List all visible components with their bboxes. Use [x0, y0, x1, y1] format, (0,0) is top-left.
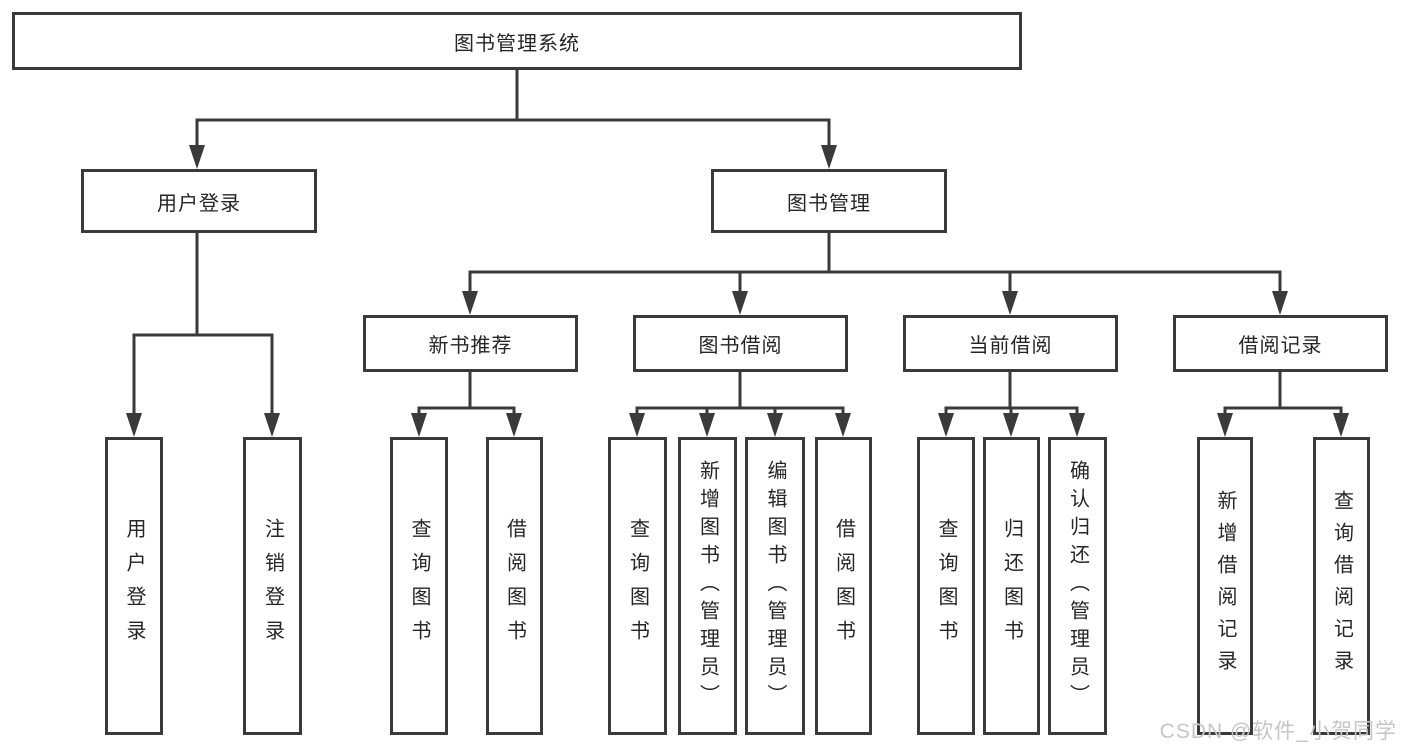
node-current-borrowing: 当前借阅 — [903, 315, 1118, 372]
leaf-label: 查询借阅记录 — [1330, 490, 1353, 682]
arrow-down-icon — [732, 291, 748, 315]
leaf-label: 确认归还（管理员） — [1066, 460, 1089, 712]
leaf-label: 查询图书 — [626, 518, 649, 654]
arrow-down-icon — [699, 413, 715, 437]
arrow-down-icon — [767, 413, 783, 437]
arrow-down-icon — [462, 291, 478, 315]
arrow-down-icon — [938, 413, 954, 437]
leaf-borrow-books-recommend: 借阅图书 — [486, 437, 543, 735]
leaf-label: 注销登录 — [261, 518, 284, 654]
arrow-down-icon — [126, 413, 142, 437]
leaf-label: 查询图书 — [935, 518, 957, 654]
leaf-label: 查询图书 — [408, 518, 430, 654]
node-user-login-module: 用户登录 — [81, 169, 317, 233]
arrow-down-icon — [411, 413, 427, 437]
node-book-borrowing: 图书借阅 — [633, 315, 848, 372]
leaf-label: 用户登录 — [123, 518, 145, 654]
leaf-query-books-recommend: 查询图书 — [390, 437, 448, 735]
leaf-label: 借阅图书 — [503, 518, 526, 654]
leaf-add-borrow-record: 新增借阅记录 — [1197, 437, 1253, 735]
leaf-add-books-admin: 新增图书（管理员） — [678, 437, 737, 735]
node-label: 图书管理系统 — [454, 32, 580, 55]
leaf-edit-books-admin: 编辑图书（管理员） — [745, 437, 805, 735]
arrow-down-icon — [506, 413, 522, 437]
node-borrowing-records: 借阅记录 — [1173, 315, 1388, 372]
arrow-down-icon — [189, 145, 205, 169]
arrow-down-icon — [629, 413, 645, 437]
node-label: 用户登录 — [157, 192, 241, 215]
arrow-down-icon — [835, 413, 851, 437]
arrow-down-icon — [1069, 413, 1085, 437]
node-book-management-module: 图书管理 — [711, 169, 947, 233]
arrow-down-icon — [1003, 413, 1019, 437]
node-label: 图书管理 — [787, 192, 871, 215]
leaf-label: 归还图书 — [1000, 518, 1023, 654]
leaf-user-login: 用户登录 — [105, 437, 163, 735]
arrow-down-icon — [1272, 291, 1288, 315]
leaf-label: 借阅图书 — [832, 518, 855, 654]
leaf-confirm-return-admin: 确认归还（管理员） — [1048, 437, 1107, 735]
leaf-query-borrow-record: 查询借阅记录 — [1313, 437, 1370, 735]
leaf-label: 新增图书（管理员） — [696, 460, 719, 712]
leaf-logout: 注销登录 — [243, 437, 302, 735]
arrow-down-icon — [1002, 291, 1018, 315]
node-label: 当前借阅 — [968, 335, 1053, 357]
leaf-label: 新增借阅记录 — [1214, 490, 1236, 682]
leaf-query-books-borrow: 查询图书 — [608, 437, 667, 735]
arrow-down-icon — [1217, 413, 1233, 437]
node-label: 新书推荐 — [428, 335, 513, 357]
leaf-label: 编辑图书（管理员） — [764, 460, 786, 712]
arrow-down-icon — [821, 145, 837, 169]
node-library-management-system: 图书管理系统 — [12, 12, 1022, 70]
arrow-down-icon — [264, 413, 280, 437]
csdn-watermark: CSDN @软件_小贺同学 — [1159, 720, 1397, 743]
node-label: 借阅记录 — [1238, 335, 1323, 357]
arrow-down-icon — [1333, 413, 1349, 437]
leaf-return-books: 归还图书 — [983, 437, 1040, 735]
node-new-book-recommendation: 新书推荐 — [363, 315, 578, 372]
leaf-query-books-current: 查询图书 — [917, 437, 975, 735]
node-label: 图书借阅 — [698, 335, 783, 357]
leaf-borrow-books: 借阅图书 — [815, 437, 872, 735]
